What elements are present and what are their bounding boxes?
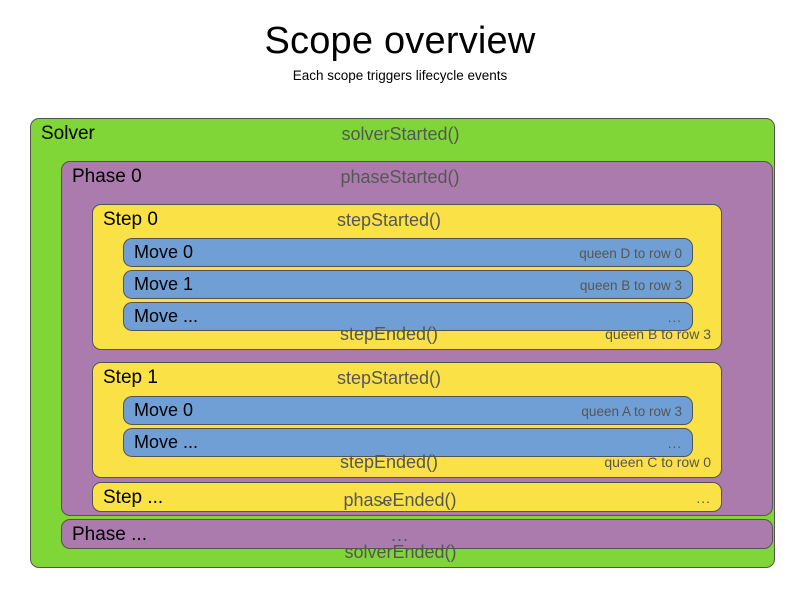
page-header: Scope overview Each scope triggers lifec… [0,0,800,83]
move-scope-label: Move 0 [134,400,194,420]
phase-scope-label: Phase 0 [72,166,142,187]
move-scope-label: Move 1 [134,274,194,294]
solver-started-event: solverStarted() [341,124,460,144]
page-title: Scope overview [264,20,536,62]
move-row: Move ... ... [124,303,692,330]
move-scope-box[interactable]: Move 1 queen B to row 3 [123,270,693,299]
move-row: Move 0 queen A to row 3 [124,397,692,424]
step-scope-label: Step 0 [103,209,158,230]
move-detail: ... [667,310,682,325]
solver-header-row: Solver solverStarted() [31,119,774,149]
step-tail-box[interactable]: Step ... ... ... [92,482,722,512]
move-detail: queen B to row 3 [579,278,682,293]
move-scope-box[interactable]: Move ... ... [123,302,693,331]
move-scope-box[interactable]: Move 0 queen A to row 3 [123,396,693,425]
move-scope-label: Move ... [134,432,199,452]
step-tail-label: Step ... [103,487,164,508]
phase-started-event: phaseStarted() [340,167,460,187]
move-row: Move ... ... [124,429,692,456]
step-header-row: Step 1 stepStarted() [93,363,721,393]
move-scope-box[interactable]: Move 0 queen D to row 0 [123,238,693,267]
move-detail: queen D to row 0 [579,246,682,261]
step-footer-row: stepEnded() queen B to row 3 [93,319,721,349]
phase-footer-row: phaseEnded() [62,485,772,515]
step-header-row: Step 0 stepStarted() [93,205,721,235]
step-scope-box[interactable]: Step 1 stepStarted() Move 0 queen A to r… [92,362,722,478]
solver-footer-row: solverEnded() [31,537,774,567]
move-scope-box[interactable]: Move ... ... [123,428,693,457]
phase-tail-label: Phase ... [72,524,147,545]
move-detail: queen A to row 3 [581,404,682,419]
move-row: Move 1 queen B to row 3 [124,271,692,298]
phase-scope-box[interactable]: Phase 0 phaseStarted() Step 0 stepStarte… [61,161,773,516]
scope-diagram: Solver solverStarted() Phase 0 phaseStar… [30,118,775,568]
move-detail: ... [667,436,682,451]
phase-header-row: Phase 0 phaseStarted() [62,162,772,192]
solver-ended-event: solverEnded() [344,542,457,562]
step-scope-box[interactable]: Step 0 stepStarted() Move 0 queen D to r… [92,204,722,350]
step-footer-row: stepEnded() queen C to row 0 [93,447,721,477]
move-scope-label: Move ... [134,306,199,326]
step-started-event: stepStarted() [336,368,442,388]
step-ended-detail: queen B to row 3 [605,326,711,342]
phase-tail-box[interactable]: Phase ... ... [61,519,773,549]
move-scope-label: Move 0 [134,242,194,262]
step-tail-detail: ... [696,490,711,506]
page-subtitle: Each scope triggers lifecycle events [292,67,508,83]
move-row: Move 0 queen D to row 0 [124,239,692,266]
step-scope-label: Step 1 [103,367,158,388]
step-ended-detail: queen C to row 0 [604,454,711,470]
step-started-event: stepStarted() [336,210,442,230]
solver-scope-box[interactable]: Solver solverStarted() Phase 0 phaseStar… [30,118,775,568]
phase-ended-event: phaseEnded() [343,490,457,510]
solver-scope-label: Solver [41,123,95,144]
